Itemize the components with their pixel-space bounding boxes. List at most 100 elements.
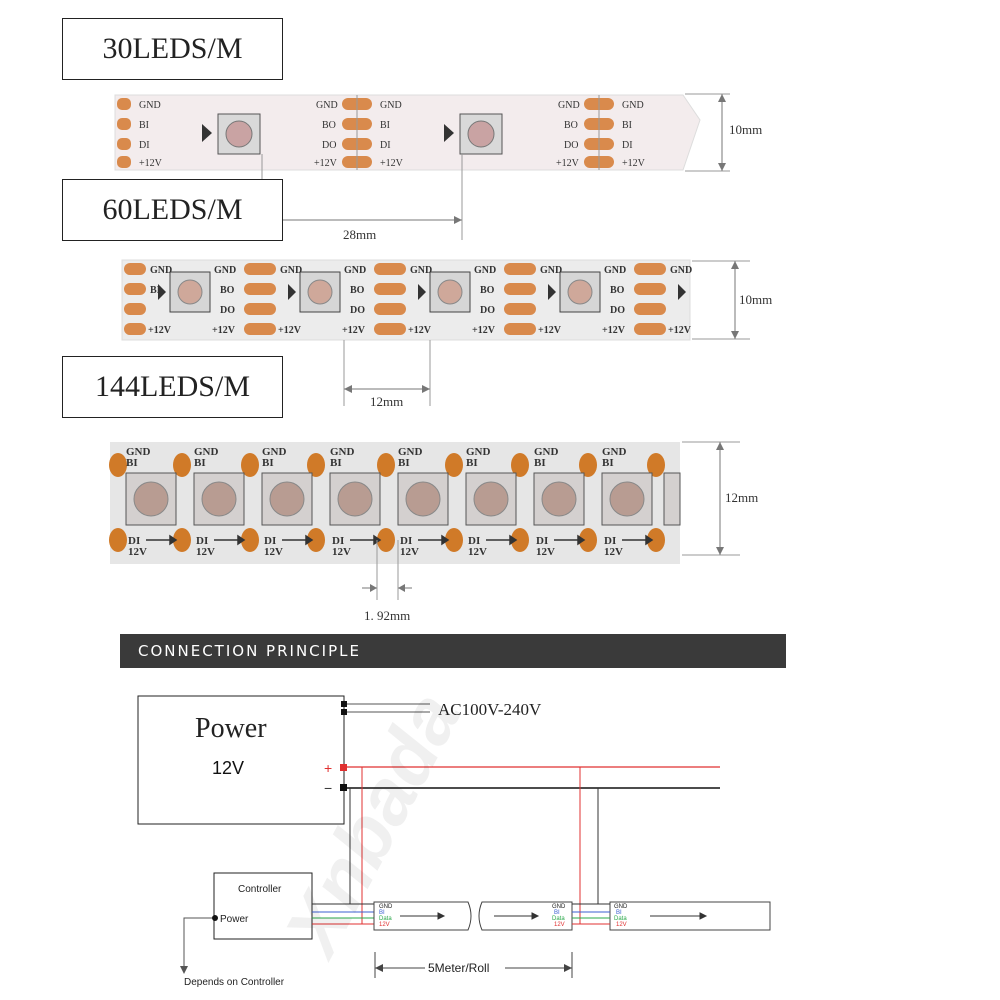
controller-title: Controller [238, 884, 282, 895]
s1-padr-do: DO [322, 140, 336, 151]
ac-input-label: AC100V-240V [438, 700, 542, 719]
s3-di-8: DI [604, 535, 616, 547]
s3-gnd-8: GND [602, 446, 627, 458]
strip-30-pitch: 28mm [343, 227, 377, 242]
conn1-gnd: GND [379, 904, 393, 910]
s2-pad3-12v: +12V [408, 325, 432, 336]
roll-length: 5Meter/Roll [428, 961, 489, 975]
s2-pad-gnd: GND [150, 265, 172, 276]
minus-sign: − [324, 780, 332, 796]
s1-pad-di: DI [139, 140, 150, 151]
section-title: CONNECTION PRINCIPLE [138, 642, 361, 660]
s1-padr2-bo: BO [564, 120, 578, 131]
s3-12v-1: 12V [128, 546, 147, 558]
power-supply-box [137, 695, 345, 825]
s2-pad5-12v: +12V [668, 325, 692, 336]
strip-30 [114, 94, 701, 171]
s2-padr2-do: DO [350, 305, 365, 316]
s2-pad4-gnd: GND [540, 265, 562, 276]
s3-gnd-5: GND [398, 446, 423, 458]
s2-padr2-gnd: GND [344, 265, 366, 276]
s2-padr2-12v: +12V [342, 325, 366, 336]
conn2-data: Data [552, 916, 565, 922]
s3-12v-7: 12V [536, 546, 555, 558]
s2-padr3-do: DO [480, 305, 495, 316]
s1-pad2-gnd: GND [380, 100, 402, 111]
strip-144 [109, 442, 681, 564]
s1-pad3-bi: BI [622, 120, 632, 131]
s1-pad2-di: DI [380, 140, 391, 151]
s1-pad3-12v: +12V [622, 158, 646, 169]
s3-bi-6: BI [466, 457, 478, 469]
s1-padr2-do: DO [564, 140, 578, 151]
s1-pad2-bi: BI [380, 120, 390, 131]
strip-30-width: 10mm [729, 122, 763, 137]
s1-padr-bo: BO [322, 120, 336, 131]
s3-bi-2: BI [194, 457, 206, 469]
conn3-data: Data [614, 916, 627, 922]
controller-note: Depends on Controller [184, 977, 285, 988]
s3-12v-6: 12V [468, 546, 487, 558]
s2-pad5-gnd: GND [670, 265, 692, 276]
s3-bi-7: BI [534, 457, 546, 469]
s3-12v-8: 12V [604, 546, 623, 558]
s1-pad3-gnd: GND [622, 100, 644, 111]
s2-padr-12v: +12V [212, 325, 236, 336]
s3-gnd-1: GND [126, 446, 151, 458]
power-title: Power [195, 713, 267, 744]
s2-pad-bi: BI [150, 285, 161, 296]
s2-padr-bo: BO [220, 285, 235, 296]
s3-bi-3: BI [262, 457, 274, 469]
s2-padr-do: DO [220, 305, 235, 316]
s2-pad-12v: +12V [148, 325, 172, 336]
s3-di-1: DI [128, 535, 140, 547]
strip-60-label: 60LEDS/M [62, 179, 283, 241]
s1-pad3-di: DI [622, 140, 633, 151]
conn3-bi: BI [616, 910, 622, 916]
s2-padr2-bo: BO [350, 285, 365, 296]
strip-30-label: 30LEDS/M [62, 18, 283, 80]
s3-gnd-7: GND [534, 446, 559, 458]
s2-padr4-gnd: GND [604, 265, 626, 276]
conn3-gnd: GND [614, 904, 628, 910]
s3-bi-4: BI [330, 457, 342, 469]
s3-di-3: DI [264, 535, 276, 547]
plus-sign: + [324, 760, 332, 776]
conn2-bi: BI [554, 910, 560, 916]
s1-padr-12v: +12V [314, 158, 338, 169]
power-voltage: 12V [212, 758, 244, 778]
s3-12v-4: 12V [332, 546, 351, 558]
s3-gnd-2: GND [194, 446, 219, 458]
s3-gnd-4: GND [330, 446, 355, 458]
s1-pad-12v: +12V [139, 158, 163, 169]
s1-padr2-12v: +12V [556, 158, 580, 169]
controller-box [213, 872, 313, 940]
controller-power-label: Power [220, 914, 249, 925]
strip-60-pitch: 12mm [370, 394, 404, 409]
s3-bi-5: BI [398, 457, 410, 469]
s3-bi-8: BI [602, 457, 614, 469]
s1-pad-gnd: GND [139, 100, 161, 111]
s2-pad4-12v: +12V [538, 325, 562, 336]
strip-144-label: 144LEDS/M [62, 356, 283, 418]
s2-pad3-gnd: GND [410, 265, 432, 276]
conn3-12v: 12V [616, 922, 627, 928]
section-header: CONNECTION PRINCIPLE [120, 634, 786, 668]
strip-144-width: 12mm [725, 490, 759, 505]
s1-pad-bi: BI [139, 120, 149, 131]
s3-12v-2: 12V [196, 546, 215, 558]
s2-pad2-12v: +12V [278, 325, 302, 336]
strip-60 [121, 259, 691, 341]
s1-padr-gnd: GND [316, 100, 338, 111]
s3-gnd-3: GND [262, 446, 287, 458]
s3-12v-3: 12V [264, 546, 283, 558]
s3-di-5: DI [400, 535, 412, 547]
s3-di-2: DI [196, 535, 208, 547]
s2-padr3-gnd: GND [474, 265, 496, 276]
s1-pad2-12v: +12V [380, 158, 404, 169]
s2-padr4-do: DO [610, 305, 625, 316]
s2-padr4-12v: +12V [602, 325, 626, 336]
s1-padr2-gnd: GND [558, 100, 580, 111]
s2-padr3-12v: +12V [472, 325, 496, 336]
